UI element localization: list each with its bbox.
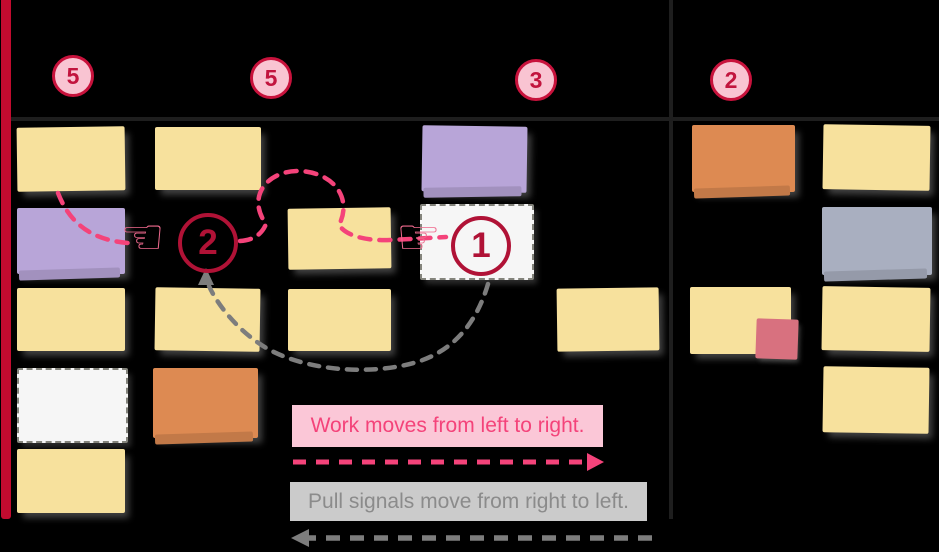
sticky-note-yellow — [821, 286, 931, 352]
sticky-note-yellow — [16, 126, 126, 192]
header-separator-line — [11, 117, 939, 121]
hand-pointing-left-icon: ☜ — [120, 208, 165, 266]
sticky-note-white-slot — [17, 368, 128, 443]
sticky-note-purple — [17, 208, 125, 274]
wip-limit-badge-column-2: 5 — [250, 57, 292, 99]
wip-limit-badge-column-1: 5 — [52, 55, 94, 97]
sticky-note-orange — [692, 125, 795, 192]
sticky-note-yellow — [287, 207, 392, 270]
sticky-note-yellow — [17, 288, 125, 351]
sticky-note-yellow — [822, 366, 930, 434]
wip-limit-badge-column-4: 2 — [710, 59, 752, 101]
work-legend-arrowhead-icon — [587, 453, 604, 471]
sticky-note-yellow — [822, 124, 931, 191]
sticky-note-small-pink — [755, 318, 799, 360]
column-divider-line — [669, 0, 673, 519]
pull-step-2-circle: 2 — [178, 213, 238, 273]
sticky-note-yellow — [556, 287, 660, 352]
sticky-note-orange — [153, 368, 258, 438]
work-direction-label: Work moves from left to right. — [292, 405, 603, 447]
pull-direction-label: Pull signals move from right to left. — [290, 482, 647, 521]
pull-step-1-circle: 1 — [451, 216, 511, 276]
sticky-note-gray — [822, 207, 932, 275]
sticky-note-purple — [421, 125, 528, 193]
sticky-note-yellow — [17, 449, 125, 513]
pull-legend-arrowhead-icon — [291, 529, 309, 547]
wip-limit-badge-column-3: 3 — [515, 59, 557, 101]
sticky-note-yellow — [154, 287, 261, 352]
hand-pointing-right-icon: ☞ — [396, 208, 441, 266]
board-left-edge-bar — [1, 0, 11, 519]
sticky-note-yellow — [288, 289, 391, 351]
sticky-note-yellow — [155, 127, 261, 190]
